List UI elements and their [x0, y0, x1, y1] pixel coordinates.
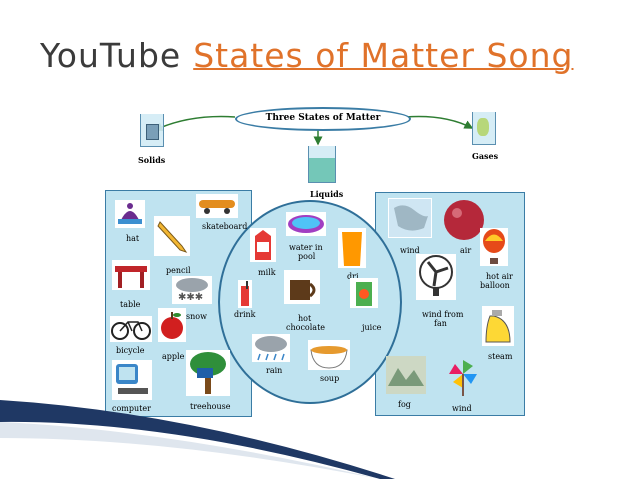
solids-beaker-icon [140, 114, 164, 147]
solids-label: Solids [138, 155, 166, 165]
pencil-icon [154, 216, 190, 256]
computer-icon [112, 360, 152, 400]
liquids-label: Liquids [310, 189, 344, 199]
water-in-label: water in [289, 243, 323, 252]
hat-icon [115, 200, 145, 228]
wind-map-icon [388, 198, 432, 238]
air-ball-icon [442, 198, 486, 242]
table-label: table [120, 300, 141, 309]
pencil-label: pencil [166, 266, 191, 275]
chocolate-label: chocolate [286, 323, 326, 332]
fan-icon [416, 254, 456, 300]
snow-label: snow [186, 312, 207, 321]
skateboard-label: skateboard [202, 222, 248, 231]
treehouse-label: treehouse [190, 402, 231, 411]
states-of-matter-song-link[interactable]: States of Matter Song [193, 36, 574, 75]
wind-label-2: wind [452, 404, 472, 413]
drink-icon [238, 280, 252, 308]
pool-label: pool [298, 252, 316, 261]
hot-air-label: hot air [486, 272, 513, 281]
computer-label: computer [112, 404, 151, 413]
steam-iron-icon [482, 306, 514, 346]
rain-icon [252, 334, 290, 362]
hat-label: hat [126, 234, 140, 243]
hot-air-balloon-icon [480, 228, 508, 266]
three-states-oval: Three States of Matter [235, 107, 411, 131]
hot-chocolate-icon [284, 270, 320, 304]
air-label: air [460, 246, 472, 255]
bicycle-label: bicycle [116, 346, 145, 355]
fog-icon [386, 356, 426, 394]
gases-label: Gases [472, 151, 499, 161]
steam-label: steam [488, 352, 513, 361]
title-youtube: YouTube [40, 36, 182, 75]
liquids-beaker-icon [308, 146, 336, 183]
fog-label: fog [398, 400, 411, 409]
hot-label: hot [298, 314, 312, 323]
apple-label: apple [162, 352, 185, 361]
pinwheel-icon [446, 358, 480, 398]
snow-icon: ✱✱✱ [172, 276, 212, 304]
table-icon [112, 260, 150, 290]
milk-icon [250, 228, 276, 262]
pool-icon [286, 212, 326, 236]
treehouse-icon [186, 350, 230, 396]
wind-from-label: wind from [422, 310, 464, 319]
balloon-label: balloon [480, 281, 510, 290]
dri-label: dri [347, 272, 359, 281]
bicycle-icon [110, 316, 152, 342]
drink-label: drink [234, 310, 256, 319]
milk-label: milk [258, 268, 276, 277]
soup-icon [308, 340, 350, 370]
skateboard-icon [196, 194, 238, 218]
gases-beaker-icon [472, 112, 496, 145]
fan-label: fan [434, 319, 447, 328]
rain-label: rain [266, 366, 283, 375]
juice-label: juice [362, 323, 382, 332]
states-of-matter-diagram: Three States of Matter Solids Liquids Ga… [100, 100, 530, 420]
orange-drink-icon [338, 228, 366, 268]
apple-icon [158, 308, 186, 342]
juice-icon [350, 278, 378, 308]
soup-label: soup [320, 374, 340, 383]
svg-text:✱✱✱: ✱✱✱ [178, 292, 203, 303]
wind-label-1: wind [400, 246, 420, 255]
slide-title: YouTube States of Matter Song [40, 36, 573, 75]
